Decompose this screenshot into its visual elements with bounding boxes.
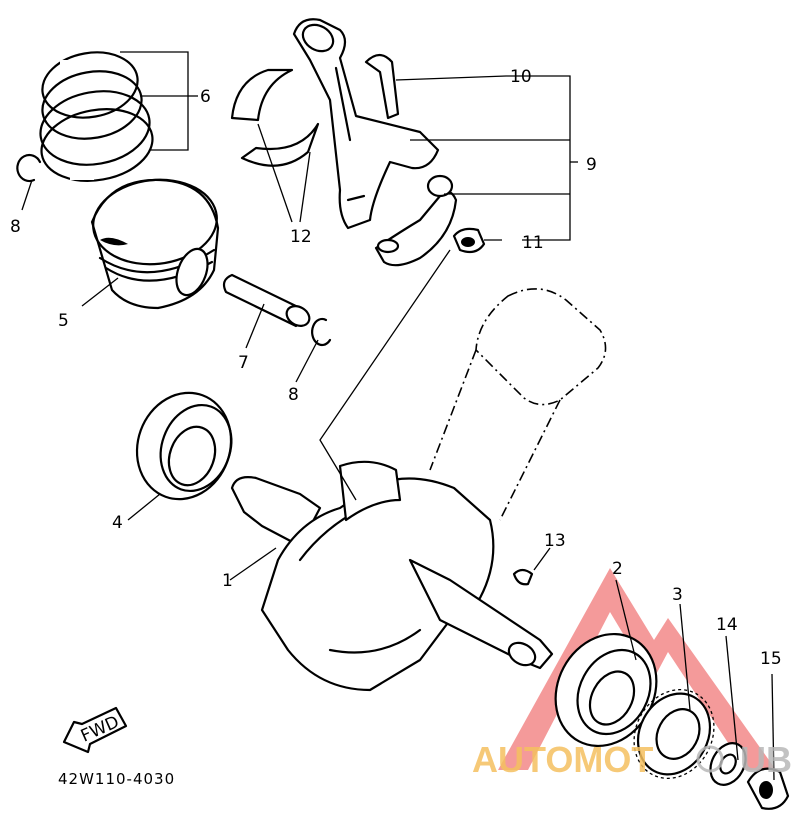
rod-nut [452, 227, 486, 254]
callout-13: 13 [544, 531, 566, 551]
fwd-arrow: FWD [62, 706, 128, 754]
callout-10: 10 [510, 67, 532, 87]
crank-nut [746, 767, 790, 810]
piston [90, 178, 220, 310]
watermark-text-right: UB [740, 739, 792, 780]
circlip-upper [16, 153, 42, 183]
diagram-code: 42W110-4030 [58, 770, 175, 788]
piston-rings [39, 51, 154, 182]
woodruff-key [512, 568, 534, 586]
callout-15: 15 [760, 649, 782, 669]
callout-11: 11 [522, 233, 544, 253]
callout-3: 3 [672, 585, 683, 605]
watermark-text: AUTOMOT UB [472, 739, 792, 780]
callout-9: 9 [586, 155, 597, 175]
bearing-right [554, 632, 658, 748]
connecting-rod [292, 18, 458, 267]
crankshaft [230, 460, 554, 692]
callout-labels: 1 2 3 4 5 6 7 8 8 9 10 11 12 13 14 15 [10, 67, 782, 669]
callout-8-lower: 8 [288, 385, 299, 405]
connecting-rod-ghost [429, 288, 607, 521]
watermark-club-mark [696, 745, 724, 773]
callout-12: 12 [290, 227, 312, 247]
watermark-logo [498, 568, 776, 770]
callout-14: 14 [716, 615, 738, 635]
callout-5: 5 [58, 311, 69, 331]
callout-6: 6 [200, 87, 211, 107]
callout-7: 7 [238, 353, 249, 373]
bearing-left [135, 391, 233, 501]
callout-1: 1 [222, 571, 233, 591]
circlip-lower [311, 317, 332, 347]
leader-lines [21, 51, 775, 781]
callout-2: 2 [612, 559, 623, 579]
callout-8-upper: 8 [10, 217, 21, 237]
big-end-bearing-shells [230, 68, 320, 167]
callout-4: 4 [112, 513, 123, 533]
watermark-text-left: AUTOMOT [472, 739, 653, 780]
rod-bolt [364, 53, 400, 120]
piston-pin [222, 273, 311, 328]
